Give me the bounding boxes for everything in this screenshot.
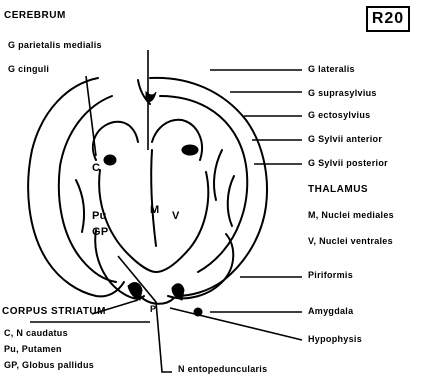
section-corpus-striatum: CORPUS STRIATUM (2, 306, 106, 317)
figure-label-v: V (172, 210, 180, 222)
label-g-suprasylvius: G suprasylvius (308, 88, 377, 98)
left-gyrus-fold (76, 180, 84, 232)
right-cortex-inner-line (160, 96, 247, 272)
plate-number: R20 (366, 6, 410, 32)
figure-label-gp: GP (92, 226, 109, 238)
figure-label-m: M (150, 204, 159, 216)
label-amygdala: Amygdala (308, 306, 353, 316)
label-putamen: Pu, Putamen (4, 344, 62, 354)
section-cerebrum: CEREBRUM (4, 10, 66, 21)
right-gyrus-fold-1 (214, 150, 222, 200)
right-striate-mark (182, 145, 198, 155)
leader-entopeduncularis (118, 256, 172, 372)
label-g-cinguli: G cinguli (8, 64, 49, 74)
right-gyrus-fold-2 (228, 176, 234, 226)
label-globus-pallidus: GP, Globus pallidus (4, 360, 94, 370)
left-central-lobe (93, 122, 138, 160)
figure-label-c: C (92, 162, 100, 174)
label-piriformis: Piriformis (308, 270, 353, 280)
label-nuclei-ventrales: V, Nuclei ventrales (308, 236, 393, 246)
figure-label-pu: Pu (92, 210, 107, 222)
leader-cinguli (86, 76, 96, 156)
figure-label-p: P (150, 304, 156, 314)
label-n-entopeduncularis: N entopeduncularis (178, 364, 267, 374)
left-hemisphere-outline (28, 78, 124, 296)
label-hypophysis: Hypophysis (308, 334, 362, 344)
thalamus-midline (151, 150, 156, 246)
label-g-sylvii-posterior: G Sylvii posterior (308, 158, 388, 168)
label-g-ectosylvius: G ectosylvius (308, 110, 370, 120)
label-g-parietalis-medialis: G parietalis medialis (8, 40, 102, 50)
label-g-lateralis: G lateralis (308, 64, 355, 74)
label-n-caudatus: C, N caudatus (4, 328, 68, 338)
section-thalamus: THALAMUS (308, 184, 368, 195)
label-g-sylvii-anterior: G Sylvii anterior (308, 134, 382, 144)
label-nuclei-mediales: M, Nuclei mediales (308, 210, 394, 220)
left-caudate-mark (104, 155, 116, 165)
